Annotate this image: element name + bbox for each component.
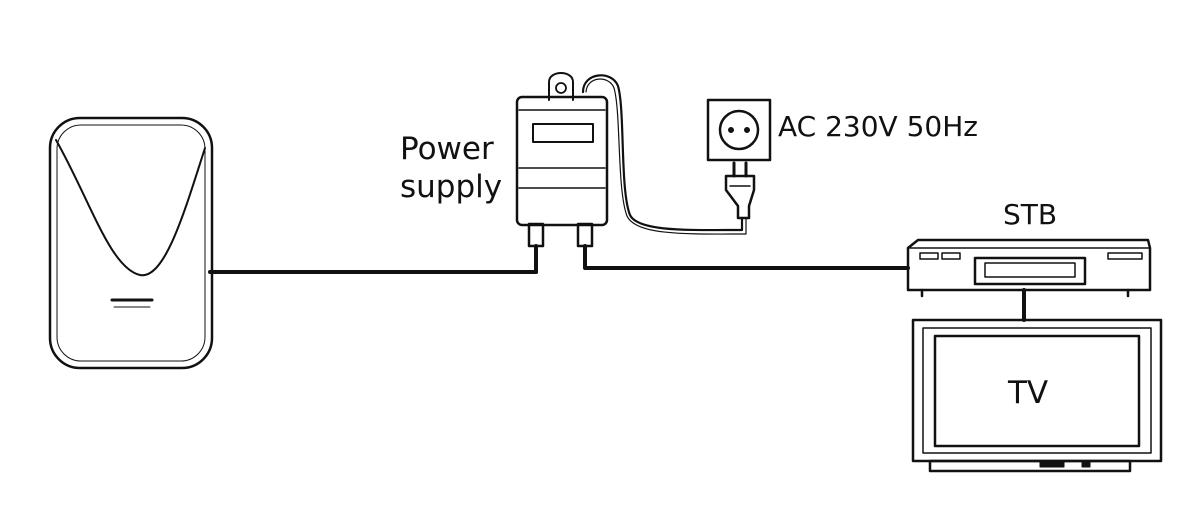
mains-plug [724, 161, 756, 220]
tv-set [911, 318, 1163, 473]
power-supply-body [515, 95, 609, 227]
power-supply-hanger-hole [555, 82, 567, 94]
antenna-body [48, 116, 214, 370]
tv-base-slot [1039, 461, 1065, 468]
mains-label: AC 230V 50Hz [778, 110, 978, 143]
stb-button-left-2 [941, 252, 961, 260]
tv-base [928, 459, 1132, 473]
power-supply-input-connector [527, 222, 545, 248]
antenna-body-inner [56, 124, 206, 362]
power-supply-unit [515, 72, 609, 248]
stb-cable [583, 244, 910, 270]
power-supply-label-line1: Power [400, 131, 494, 167]
stb-box [906, 238, 1152, 298]
wall-socket-hole-left [728, 127, 734, 133]
power-supply-label-line2: supply [400, 169, 503, 205]
tv-screen [933, 334, 1141, 448]
tv-bezel [922, 327, 1152, 454]
power-supply-label: Power supply [400, 130, 502, 206]
tv-label: TV [1008, 375, 1049, 411]
power-supply-hanger [548, 72, 574, 101]
wall-socket [706, 98, 772, 162]
power-supply-output-connector [576, 222, 594, 248]
stb-button-left [919, 252, 939, 260]
mains-cable [581, 74, 744, 232]
power-supply-window [532, 123, 594, 143]
wall-socket-plate [706, 98, 772, 162]
stb-display [973, 256, 1087, 286]
plug-body [724, 174, 756, 220]
stb-display-inner [984, 262, 1076, 278]
stb-button-right [1107, 252, 1143, 260]
cables [208, 74, 1026, 322]
mains-cable-inner [585, 78, 747, 235]
antenna-panel-curve [55, 139, 206, 277]
antenna [48, 116, 214, 370]
stb-label: STB [1003, 198, 1058, 231]
wall-socket-face [718, 109, 760, 151]
wall-socket-hole-right [744, 127, 750, 133]
tv-base-button [1081, 461, 1091, 468]
